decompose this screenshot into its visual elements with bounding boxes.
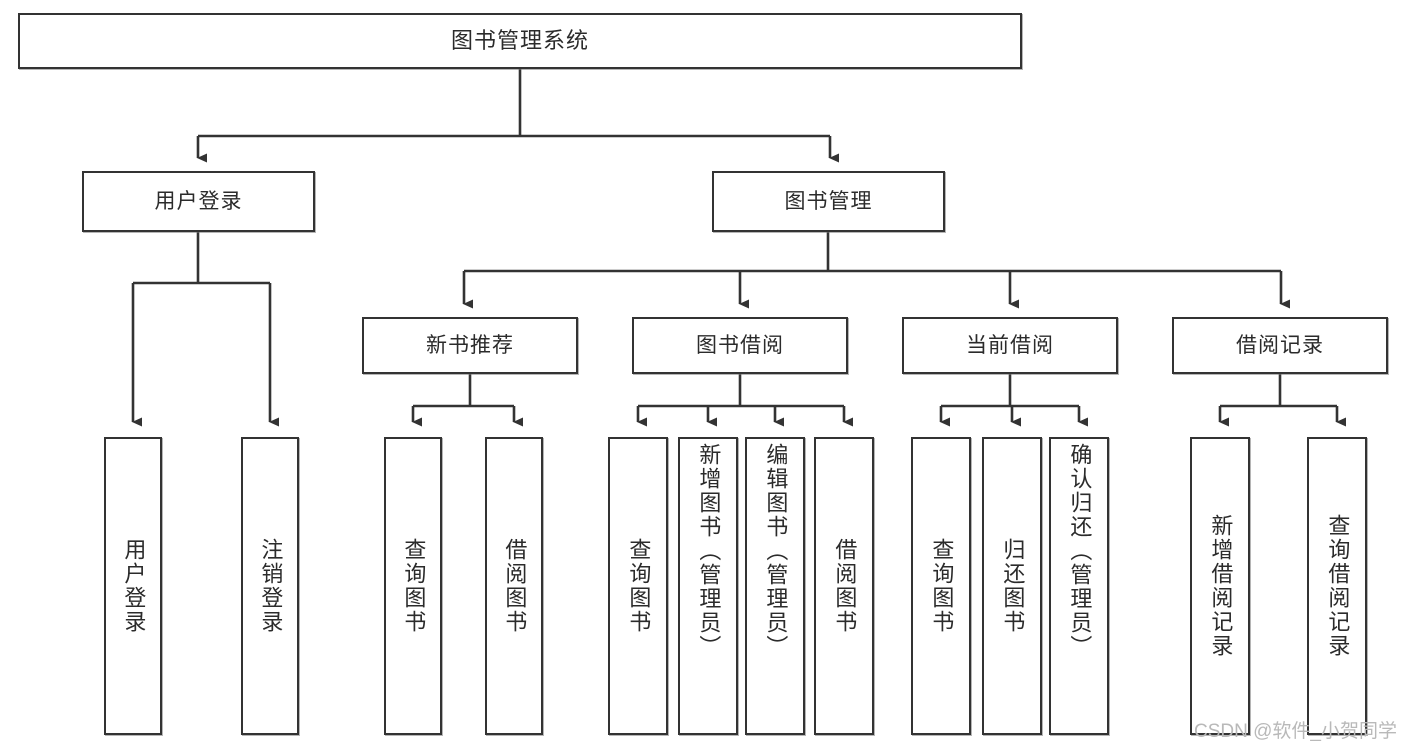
leaf-node-8-label: 查询图书: [929, 538, 955, 634]
leaf-node-3[interactable]: 借阅图书: [485, 437, 543, 735]
leaf-node-7[interactable]: 借阅图书: [814, 437, 874, 735]
node-root[interactable]: 图书管理系统: [18, 13, 1022, 69]
leaf-node-0[interactable]: 用户登录: [104, 437, 162, 735]
node-level3-3[interactable]: 借阅记录: [1172, 317, 1388, 374]
leaf-node-4[interactable]: 查询图书: [608, 437, 668, 735]
node-level2-0[interactable]: 用户登录: [82, 171, 315, 232]
leaf-node-5[interactable]: 新增图书（管理员）: [678, 437, 738, 735]
leaf-node-12-label: 查询借阅记录: [1325, 514, 1351, 658]
leaf-node-4-inner: 查询图书: [610, 439, 666, 733]
node-level3-2-label: 当前借阅: [966, 334, 1054, 357]
leaf-node-11-inner: 新增借阅记录: [1192, 439, 1248, 733]
leaf-node-6-inner: 编辑图书（管理员）: [747, 443, 803, 733]
leaf-node-6[interactable]: 编辑图书（管理员）: [745, 437, 805, 735]
leaf-node-12[interactable]: 查询借阅记录: [1307, 437, 1367, 735]
leaf-node-9-inner: 归还图书: [984, 439, 1040, 733]
leaf-node-1-inner: 注销登录: [243, 439, 297, 733]
leaf-node-12-inner: 查询借阅记录: [1309, 439, 1365, 733]
node-level2-1[interactable]: 图书管理: [712, 171, 945, 232]
leaf-node-2[interactable]: 查询图书: [384, 437, 442, 735]
leaf-node-2-inner: 查询图书: [386, 439, 440, 733]
leaf-node-8-inner: 查询图书: [913, 439, 969, 733]
leaf-node-7-label: 借阅图书: [832, 538, 858, 634]
leaf-node-2-label: 查询图书: [401, 538, 427, 634]
leaf-node-0-inner: 用户登录: [106, 439, 160, 733]
node-level3-0-label: 新书推荐: [426, 334, 514, 357]
leaf-node-9[interactable]: 归还图书: [982, 437, 1042, 735]
node-level3-2[interactable]: 当前借阅: [902, 317, 1118, 374]
leaf-node-1-label: 注销登录: [258, 538, 284, 634]
node-level2-0-label: 用户登录: [154, 190, 243, 213]
leaf-node-5-inner: 新增图书（管理员）: [680, 443, 736, 733]
leaf-node-10[interactable]: 确认归还（管理员）: [1049, 437, 1109, 735]
node-level3-1[interactable]: 图书借阅: [632, 317, 848, 374]
leaf-node-11-label: 新增借阅记录: [1208, 514, 1234, 658]
leaf-node-4-label: 查询图书: [626, 538, 652, 634]
leaf-node-8[interactable]: 查询图书: [911, 437, 971, 735]
node-level3-1-label: 图书借阅: [696, 334, 784, 357]
node-level3-0[interactable]: 新书推荐: [362, 317, 578, 374]
leaf-node-7-inner: 借阅图书: [816, 439, 872, 733]
leaf-node-9-label: 归还图书: [1000, 538, 1026, 634]
watermark-text: CSDN @软件_小贺同学: [1194, 721, 1397, 742]
leaf-node-5-label: 新增图书（管理员）: [696, 443, 722, 659]
node-root-label: 图书管理系统: [450, 28, 589, 53]
leaf-node-10-inner: 确认归还（管理员）: [1051, 443, 1107, 733]
leaf-node-1[interactable]: 注销登录: [241, 437, 299, 735]
node-level2-1-label: 图书管理: [784, 190, 873, 213]
leaf-node-11[interactable]: 新增借阅记录: [1190, 437, 1250, 735]
leaf-node-3-inner: 借阅图书: [487, 439, 541, 733]
leaf-node-3-label: 借阅图书: [502, 538, 528, 634]
leaf-node-0-label: 用户登录: [121, 538, 147, 634]
leaf-node-6-label: 编辑图书（管理员）: [763, 443, 789, 659]
node-level3-3-label: 借阅记录: [1236, 334, 1324, 357]
leaf-node-10-label: 确认归还（管理员）: [1067, 443, 1093, 659]
